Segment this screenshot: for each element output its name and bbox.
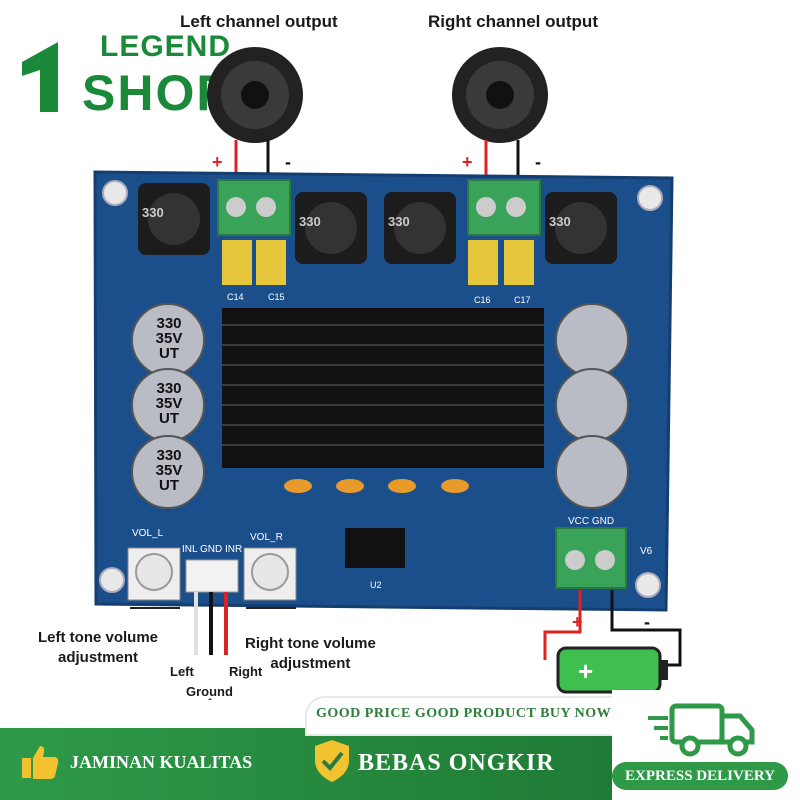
vcc-gnd-label: VCC GND [568,516,615,527]
svg-text:+: + [578,656,593,686]
left-plus: + [212,152,223,172]
brand-shop: SHOP [82,65,232,121]
right-plus: + [462,152,473,172]
left-minus: - [285,152,291,172]
right-tone-label: Right tone volume adjustment [245,635,376,672]
inductor-label-2: 330 [299,214,321,229]
left-channel-output-label: Left channel output [180,12,338,31]
right-speaker-icon [452,47,548,143]
wire-left-label: Left [170,664,194,679]
tagline-text: GOOD PRICE GOOD PRODUCT BUY NOW [316,706,612,721]
footer-bar [0,728,620,800]
inl-gnd-inr-label: INL GND INR [182,544,243,555]
c14-label: C14 [227,292,244,302]
u2-label: U2 [370,580,382,590]
shield-check-icon [315,740,349,782]
express-badge: EXPRESS DELIVERY [612,762,788,790]
delivery-truck-icon [648,703,755,757]
logo-one-icon [22,42,58,112]
thumbs-up-icon [22,746,59,779]
inductor-label-3: 330 [388,214,410,229]
power-plus: + [572,612,583,632]
c17-label: C17 [514,295,531,305]
quality-text: JAMINAN KUALITAS [70,752,253,772]
right-channel-output-label: Right channel output [428,12,598,31]
heatsink [222,308,544,468]
brand-legend: LEGEND [100,30,232,63]
ground-label: Ground [186,684,233,699]
right-minus: - [535,152,541,172]
inductor-label-4: 330 [549,214,571,229]
tagline-banner [305,696,620,736]
left-speaker-icon [207,47,303,143]
vol-l-label: VOL_L [132,528,164,539]
inductor-label-1: 330 [142,205,164,220]
v6-label: V6 [640,546,653,557]
shipping-text: BEBAS ONGKIR [358,750,555,776]
c16-label: C16 [474,295,491,305]
c15-label: C15 [268,292,285,302]
express-text: EXPRESS DELIVERY [625,767,775,784]
vol-r-label: VOL_R [250,532,283,543]
power-minus: - [644,612,650,632]
wire-right-label: Right [229,664,263,679]
amplifier-board-illustration: + [93,47,682,700]
left-tone-label: Left tone volume adjustment [38,629,159,666]
